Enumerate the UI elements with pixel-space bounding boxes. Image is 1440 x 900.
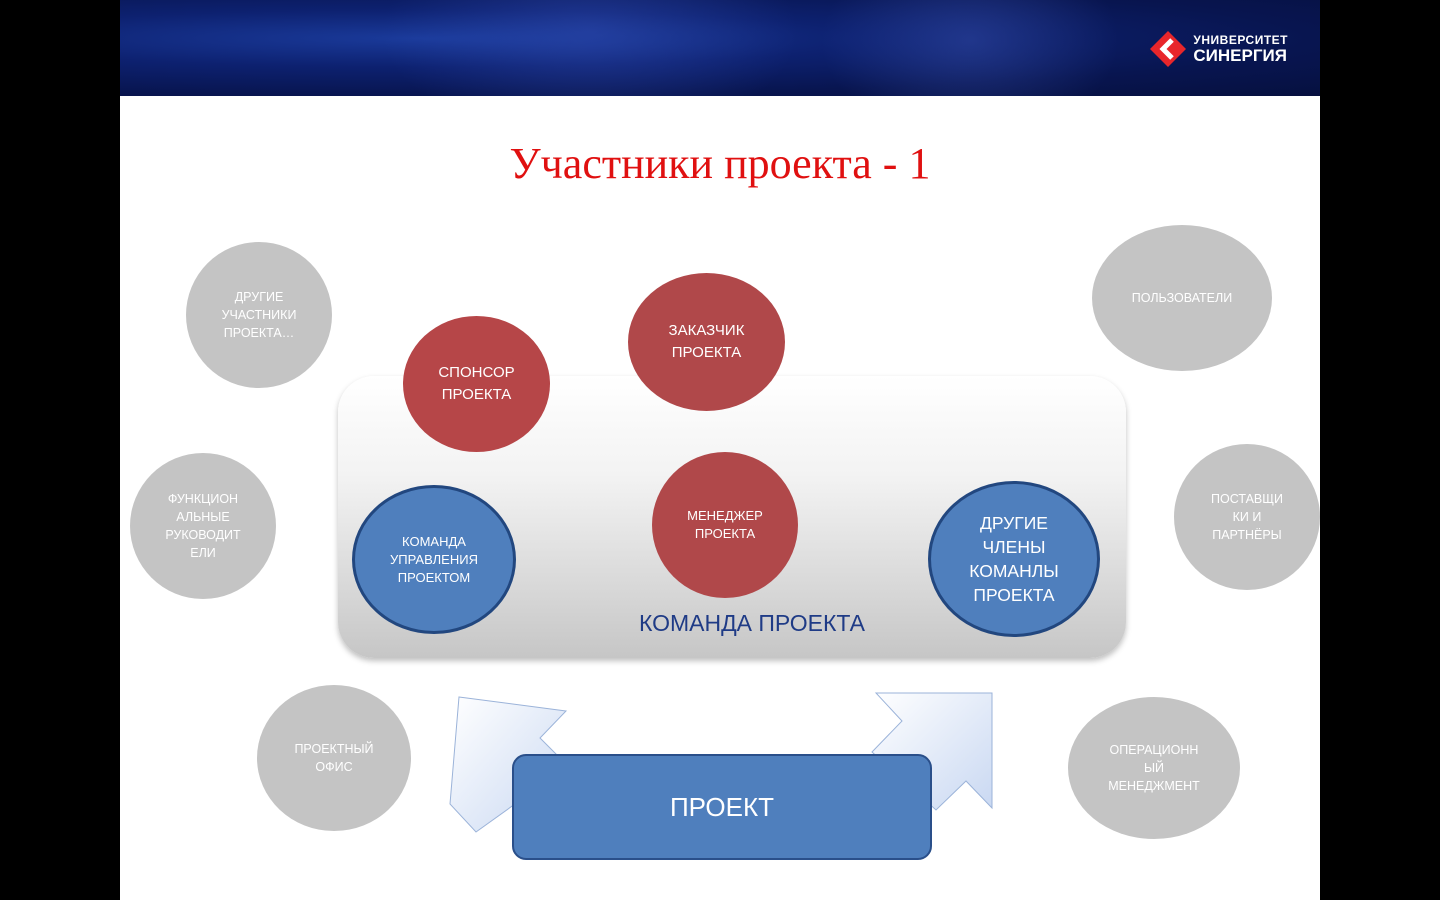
- node-other-team-members: ДРУГИЕ ЧЛЕНЫ КОМАНЛЫ ПРОЕКТА: [928, 481, 1100, 637]
- slide-title: Участники проекта - 1: [509, 139, 931, 188]
- project-label: ПРОЕКТ: [669, 791, 775, 822]
- node-management-team-label: КОМАНДА УПРАВЛЕНИЯ ПРОЕКТОМ: [390, 533, 478, 585]
- synergy-logo-icon: [1150, 31, 1187, 67]
- header-glow: [820, 0, 1120, 96]
- node-manager: МЕНЕДЖЕР ПРОЕКТА: [652, 452, 798, 598]
- node-operations-label: ОПЕРАЦИОНН ЫЙ МЕНЕДЖМЕНТ: [1108, 743, 1200, 793]
- project-box: ПРОЕКТ: [512, 754, 932, 860]
- node-sponsor-label: СПОНСОР ПРОЕКТА: [438, 364, 515, 403]
- node-users-label: ПОЛЬЗОВАТЕЛИ: [1131, 291, 1233, 305]
- node-customer-label: ЗАКАЗЧИК ПРОЕКТА: [668, 322, 745, 361]
- node-management-team: КОМАНДА УПРАВЛЕНИЯ ПРОЕКТОМ: [352, 485, 516, 634]
- project-team-label: КОМАНДА ПРОЕКТА: [638, 610, 866, 636]
- header-banner: УНИВЕРСИТЕТ СИНЕРГИЯ: [120, 0, 1320, 96]
- arrows-layer: [449, 692, 993, 833]
- synergy-logo: УНИВЕРСИТЕТ СИНЕРГИЯ: [1149, 30, 1288, 68]
- node-operations: ОПЕРАЦИОНН ЫЙ МЕНЕДЖМЕНТ: [1068, 697, 1240, 839]
- header-glow: [380, 0, 800, 96]
- node-users: ПОЛЬЗОВАТЕЛИ: [1092, 225, 1272, 371]
- logo-line-1: УНИВЕРСИТЕТ: [1193, 33, 1288, 47]
- node-functional-managers: ФУНКЦИОН АЛЬНЫЕ РУКОВОДИТ ЕЛИ: [130, 453, 276, 599]
- logo-line-2: СИНЕРГИЯ: [1193, 46, 1287, 65]
- node-manager-label: МЕНЕДЖЕР ПРОЕКТА: [687, 508, 763, 541]
- node-suppliers-label: ПОСТАВЩИ КИ И ПАРТНЁРЫ: [1211, 492, 1283, 542]
- node-project-office: ПРОЕКТНЫЙ ОФИС: [257, 685, 411, 831]
- node-suppliers: ПОСТАВЩИ КИ И ПАРТНЁРЫ: [1174, 444, 1320, 590]
- node-other-participants-label: ДРУГИЕ УЧАСТНИКИ ПРОЕКТА…: [221, 290, 297, 340]
- slide: УНИВЕРСИТЕТ СИНЕРГИЯ Участники проекта -…: [120, 0, 1320, 900]
- node-sponsor: СПОНСОР ПРОЕКТА: [403, 316, 550, 452]
- node-project-office-label: ПРОЕКТНЫЙ ОФИС: [294, 742, 374, 774]
- node-other-team-members-label: ДРУГИЕ ЧЛЕНЫ КОМАНЛЫ ПРОЕКТА: [969, 513, 1059, 605]
- node-other-participants: ДРУГИЕ УЧАСТНИКИ ПРОЕКТА…: [186, 242, 332, 388]
- node-customer: ЗАКАЗЧИК ПРОЕКТА: [628, 273, 785, 411]
- node-functional-managers-label: ФУНКЦИОН АЛЬНЫЕ РУКОВОДИТ ЕЛИ: [165, 492, 241, 560]
